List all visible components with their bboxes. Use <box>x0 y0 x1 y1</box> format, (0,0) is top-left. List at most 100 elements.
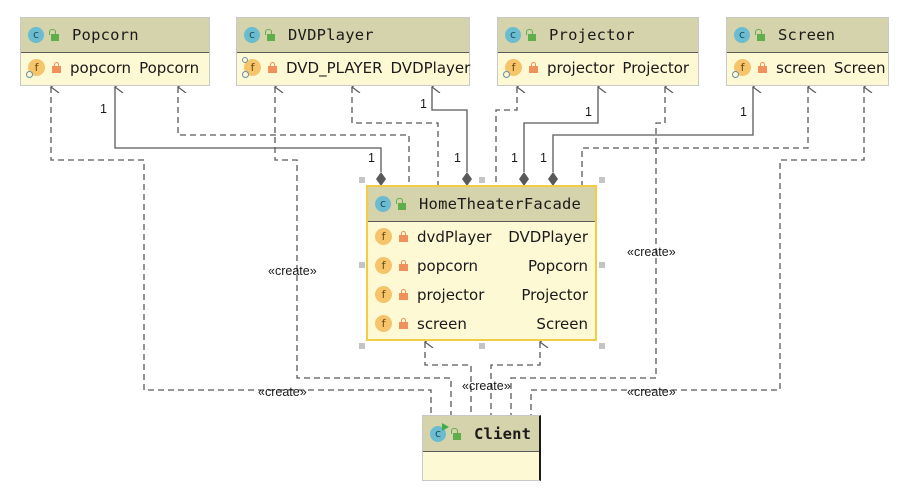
field-type: Projector <box>521 285 588 304</box>
runnable-class-icon: c <box>430 422 449 442</box>
field-name: popcorn <box>417 256 479 275</box>
class-client[interactable]: c Client <box>422 415 541 481</box>
dependency-line-facade-popcorn[interactable] <box>178 87 410 186</box>
dependency-line-client-facade[interactable] <box>490 342 540 415</box>
field-type: Popcorn <box>139 58 200 77</box>
composition-line-dvdplayer[interactable] <box>432 87 468 172</box>
create-label-dvdplayer: «create» <box>268 264 317 278</box>
multiplicity-popcorn-target: 1 <box>100 102 107 116</box>
field-row[interactable]: f projector Projector <box>498 53 698 82</box>
field-row[interactable]: f dvdPlayer DVDPlayer <box>368 222 595 251</box>
unlocked-padlock-icon <box>450 427 462 440</box>
create-line-client-screen[interactable] <box>530 87 864 415</box>
static-final-field-icon: f <box>242 57 261 78</box>
create-label-screen: «create» <box>627 385 676 399</box>
field-name: DVD_PLAYER <box>286 58 383 77</box>
field-row[interactable]: f popcorn Popcorn <box>368 251 595 280</box>
create-line-client-popcorn[interactable] <box>51 87 432 415</box>
class-name: Popcorn <box>72 26 139 44</box>
class-popcorn[interactable]: c Popcorn f popcorn Popcorn <box>20 17 210 86</box>
multiplicity-projector-source: 1 <box>511 151 518 165</box>
create-line-client-facade[interactable] <box>425 342 472 415</box>
diamond-popcorn <box>376 172 386 186</box>
field-name: projector <box>417 285 485 304</box>
locked-padlock-icon <box>399 289 408 300</box>
locked-padlock-icon <box>399 318 408 329</box>
diamond-dvdplayer <box>462 172 472 186</box>
class-dvdplayer[interactable]: c DVDPlayer f DVD_PLAYER DVDPlayer <box>236 17 470 86</box>
locked-padlock-icon <box>758 62 767 73</box>
class-header: c Screen <box>727 18 888 53</box>
resize-handle[interactable] <box>599 262 605 268</box>
composition-line-projector[interactable] <box>523 87 598 172</box>
class-c-icon: c <box>375 196 391 212</box>
field-f-icon: f <box>375 257 392 274</box>
class-header: c DVDPlayer <box>237 18 469 53</box>
multiplicity-screen-target: 1 <box>740 105 747 119</box>
resize-handle[interactable] <box>359 343 365 349</box>
field-row[interactable]: f screen Screen <box>727 53 888 82</box>
field-type: Projector <box>622 58 690 77</box>
class-hometheaterfacade[interactable]: c HomeTheaterFacade f dvdPlayer DVDPlaye… <box>366 185 597 341</box>
resize-handle[interactable] <box>359 262 365 268</box>
field-row[interactable]: f projector Projector <box>368 280 595 309</box>
resize-handle[interactable] <box>599 343 605 349</box>
dependency-line-facade-screen[interactable] <box>581 87 808 186</box>
class-c-icon: c <box>505 27 521 43</box>
class-c-icon: c <box>28 27 44 43</box>
locked-padlock-icon <box>52 62 61 73</box>
class-header: c Client <box>423 416 539 452</box>
unlocked-padlock-icon <box>395 198 407 210</box>
class-name: Projector <box>549 26 635 44</box>
create-line-client-projector[interactable] <box>510 87 665 415</box>
locked-padlock-icon <box>529 62 538 73</box>
multiplicity-dvdplayer-target: 1 <box>420 97 427 111</box>
field-row[interactable]: f screen Screen <box>368 309 595 338</box>
field-name: screen <box>776 58 826 77</box>
dependency-line-facade-dvdplayer[interactable] <box>352 87 439 186</box>
class-name: DVDPlayer <box>288 26 374 44</box>
class-projector[interactable]: c Projector f projector Projector <box>497 17 699 86</box>
locked-padlock-icon <box>268 62 277 73</box>
static-final-field-icon: f <box>26 59 45 78</box>
multiplicity-screen-source: 1 <box>540 151 547 165</box>
resize-handle[interactable] <box>479 177 485 183</box>
create-line-client-dvdplayer[interactable] <box>275 87 452 415</box>
class-name: Screen <box>778 26 836 44</box>
class-name: HomeTheaterFacade <box>419 195 582 213</box>
resize-handle[interactable] <box>359 177 365 183</box>
class-name: Client <box>474 424 532 443</box>
field-row[interactable]: f DVD_PLAYER DVDPlayer <box>237 53 471 82</box>
field-type: DVDPlayer <box>508 227 588 246</box>
field-type: Screen <box>536 314 588 333</box>
resize-handle[interactable] <box>479 343 485 349</box>
class-screen[interactable]: c Screen f screen Screen <box>726 17 889 86</box>
create-label-popcorn: «create» <box>258 385 307 399</box>
dependency-line-facade-projector[interactable] <box>495 87 517 186</box>
composition-line-popcorn[interactable] <box>115 87 382 172</box>
field-name: dvdPlayer <box>417 227 492 246</box>
multiplicity-projector-target: 1 <box>585 105 592 119</box>
multiplicity-popcorn-source: 1 <box>368 151 375 165</box>
composition-line-screen[interactable] <box>552 87 753 172</box>
unlocked-padlock-icon <box>525 29 537 41</box>
field-name: screen <box>417 314 467 333</box>
unlocked-padlock-icon <box>264 29 276 41</box>
field-row[interactable]: f popcorn Popcorn <box>21 53 209 82</box>
unlocked-padlock-icon <box>754 29 766 41</box>
create-label-facade: «create» <box>462 379 511 393</box>
field-type: DVDPlayer <box>390 58 471 77</box>
field-type: Popcorn <box>527 256 588 275</box>
field-f-icon: f <box>375 228 392 245</box>
static-final-field-icon: f <box>732 59 751 78</box>
multiplicity-dvdplayer-source: 1 <box>454 151 461 165</box>
class-header: c HomeTheaterFacade <box>368 187 595 222</box>
field-name: projector <box>547 58 615 77</box>
resize-handle[interactable] <box>599 177 605 183</box>
static-final-field-icon: f <box>503 59 522 78</box>
locked-padlock-icon <box>399 260 408 271</box>
field-f-icon: f <box>375 315 392 332</box>
locked-padlock-icon <box>399 231 408 242</box>
field-f-icon: f <box>375 286 392 303</box>
class-header: c Popcorn <box>21 18 209 53</box>
